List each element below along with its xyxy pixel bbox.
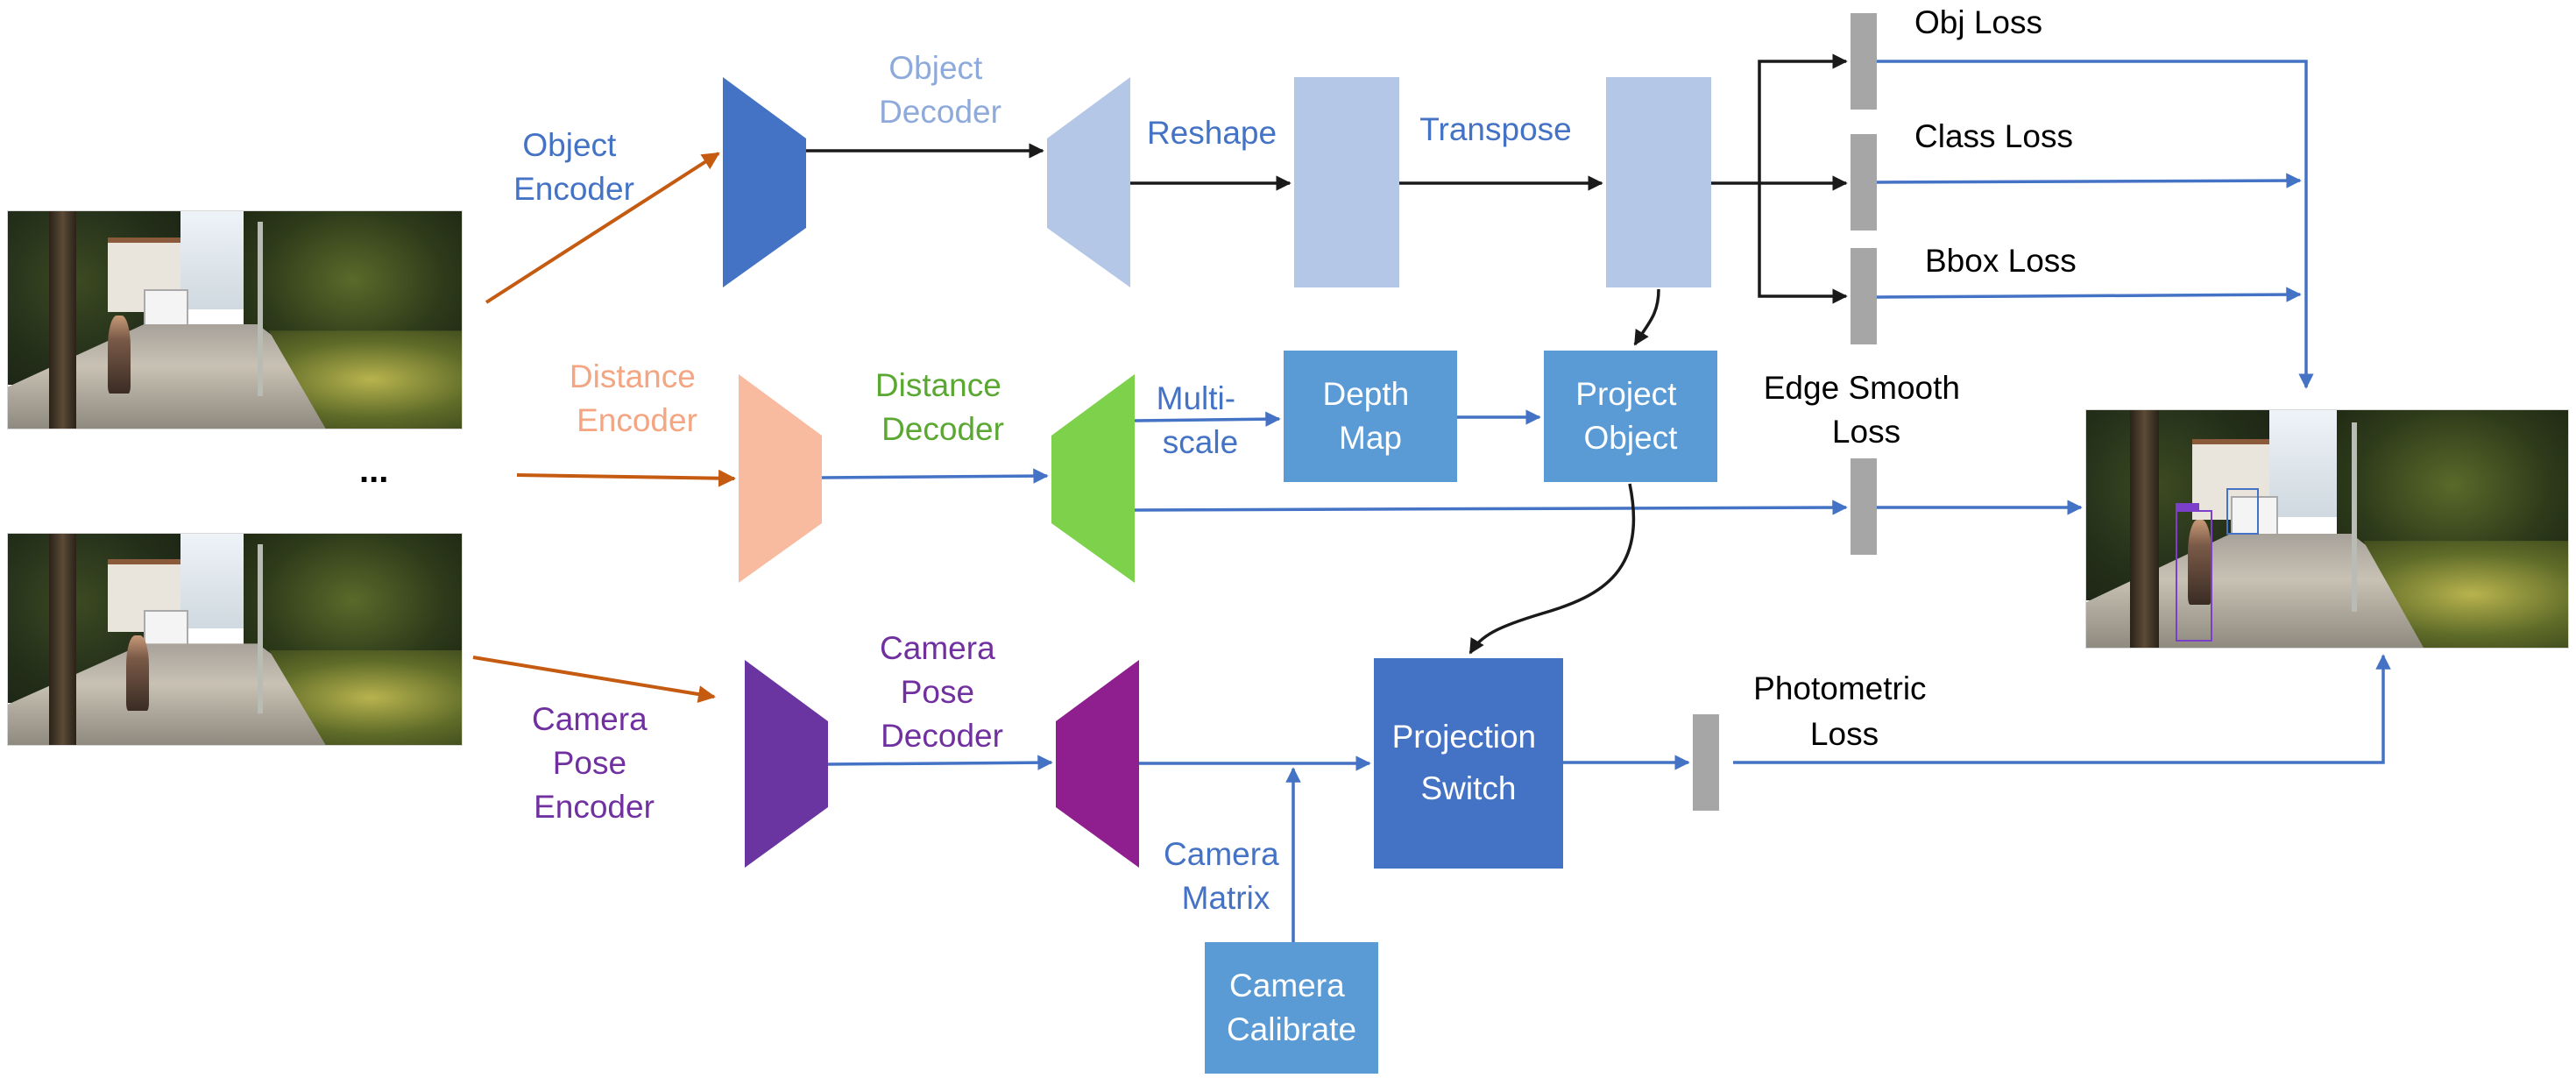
distance-encoder-label: Distance Encoder <box>570 358 704 438</box>
arrow-to-obj-loss <box>1758 53 1848 183</box>
object-decoder-block <box>1047 77 1130 287</box>
object-decoder-label: Object Decoder <box>879 50 1001 130</box>
arrow-pose-encoder-to-decoder <box>827 755 1053 770</box>
camera-pose-encoder-label: Camera Pose Encoder <box>532 701 656 825</box>
arrow-project-object-to-switch <box>1468 483 1636 655</box>
input-frame-2 <box>7 533 463 746</box>
arrow-photometric-to-output <box>1733 654 2391 764</box>
arrow-transpose-to-project-object <box>1633 288 1660 346</box>
arrow-to-bbox-loss <box>1758 183 1848 304</box>
bbox-loss-label: Bbox Loss <box>1925 243 2077 279</box>
transpose-feature-block <box>1606 77 1711 287</box>
arrow-input-to-distance-encoder <box>516 469 736 487</box>
detection-bbox <box>2175 509 2213 642</box>
ellipsis: ... <box>359 451 389 490</box>
cyclist <box>125 635 149 712</box>
output-frame <box>2085 409 2569 649</box>
bbox-loss-bar <box>1851 248 1877 344</box>
object-encoder-block <box>723 77 806 287</box>
distance-encoder-block <box>739 374 822 583</box>
project-object-box <box>1544 351 1717 482</box>
arrow-input-to-pose-encoder <box>472 656 716 703</box>
input-frame-1 <box>7 210 463 429</box>
depth-map-label: Depth Map <box>1322 376 1418 456</box>
camera-pose-decoder-label: Camera Pose Decoder <box>880 630 1004 754</box>
photometric-loss-label: Photometric Loss <box>1753 670 1936 752</box>
transpose-label: Transpose <box>1419 111 1571 147</box>
distance-decoder-label: Distance Decoder <box>875 367 1010 447</box>
reshape-label: Reshape <box>1147 115 1277 151</box>
arrow-input-to-object-encoder <box>485 152 720 304</box>
multi-scale-label: Multi- scale <box>1157 380 1245 460</box>
cyclist <box>107 316 131 394</box>
arrow-decoder-to-edge-smooth <box>1134 500 1848 515</box>
distance-decoder-block <box>1051 374 1135 583</box>
camera-calibrate-label: Camera Calibrate <box>1227 968 1356 1047</box>
photometric-loss-bar <box>1693 714 1719 811</box>
projection-switch-label: Projection Switch <box>1392 719 1546 806</box>
obj-loss-label: Obj Loss <box>1914 4 2042 40</box>
detection-bbox-tag <box>2175 502 2200 510</box>
arrow-distance-encoder-to-decoder <box>821 468 1049 484</box>
object-encoder-label: Object Encoder <box>513 127 634 207</box>
camera-calibrate-box <box>1205 942 1378 1074</box>
class-loss-bar <box>1851 134 1877 230</box>
arrow-obj-loss-to-output <box>1877 60 2314 389</box>
camera-pose-encoder-block <box>745 660 828 868</box>
depth-map-box <box>1284 351 1457 482</box>
camera-pose-decoder-block <box>1056 660 1139 868</box>
project-object-label: Project Object <box>1575 376 1685 456</box>
reshape-feature-block <box>1294 77 1399 287</box>
obj-loss-bar <box>1851 13 1877 110</box>
class-loss-label: Class Loss <box>1914 118 2073 154</box>
camera-matrix-label: Camera Matrix <box>1164 836 1288 916</box>
arrow-decoder-to-depth-map <box>1134 411 1281 427</box>
arrow-class-loss-out <box>1876 173 2302 188</box>
cyclist <box>2187 519 2212 606</box>
projection-switch-box <box>1374 658 1563 869</box>
edge-smooth-loss-label: Edge Smooth Loss <box>1764 370 1970 450</box>
edge-smooth-loss-bar <box>1851 458 1877 555</box>
arrow-bbox-loss-out <box>1876 287 2302 302</box>
detection-bbox <box>2226 488 2259 535</box>
